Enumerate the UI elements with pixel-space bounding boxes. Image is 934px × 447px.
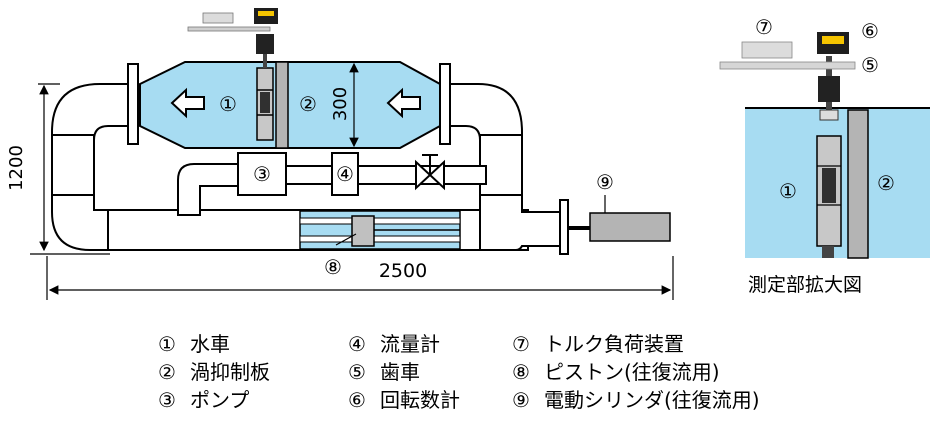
marker-plate: ② [299, 92, 317, 116]
vortex-plate [275, 61, 289, 149]
lower-right-elbow [479, 194, 561, 251]
left-column [51, 134, 95, 196]
dimensions [30, 62, 674, 300]
lower-left-elbow [51, 194, 111, 251]
piston-section [299, 210, 461, 250]
enlarged-marker-1: ① [779, 179, 797, 203]
piston [351, 215, 375, 247]
enlarged-caption: 測定部拡大図 [748, 274, 863, 296]
enlarged-torque-device [741, 41, 793, 59]
left-flange [127, 63, 139, 145]
marker-piston: ⑧ [324, 255, 342, 279]
enlarged-marker-2: ② [877, 171, 895, 195]
encoder-small [256, 34, 274, 54]
enlarged-marker-5: ⑤ [861, 53, 879, 77]
dimension-length: 2500 [379, 260, 427, 282]
cylinder-flange [559, 199, 569, 255]
flow-arrow-right [386, 87, 421, 119]
right-flange [439, 63, 451, 145]
enlarged-plate [847, 109, 869, 259]
marker-cylinder: ⑨ [596, 170, 614, 194]
marker-flowmeter: ④ [336, 162, 354, 186]
flowmeter-box [331, 152, 359, 196]
enlarged-gear [719, 61, 856, 70]
gear-small [187, 26, 271, 32]
dimension-diameter: 300 [330, 87, 351, 121]
electric-cylinder [559, 195, 671, 255]
test-section [127, 34, 451, 149]
pump-discharge-pipe [285, 165, 333, 185]
enlarged-marker-7: ⑦ [755, 15, 773, 39]
flow-arrow-left [170, 87, 205, 119]
enlarged-view [719, 32, 930, 259]
pump-line [177, 152, 487, 216]
torque-device-small [202, 12, 234, 24]
cylinder-body [589, 212, 671, 242]
pump-box [237, 152, 287, 196]
enlarged-encoder [818, 76, 840, 102]
marker-pump: ③ [253, 162, 271, 186]
top-devices [187, 8, 278, 54]
marker-turbine: ① [219, 92, 237, 116]
cylinder-rod [568, 226, 592, 230]
dimension-height: 1200 [6, 145, 27, 191]
pump-suction-pipe [177, 163, 239, 216]
enlarged-marker-6: ⑥ [861, 19, 879, 43]
